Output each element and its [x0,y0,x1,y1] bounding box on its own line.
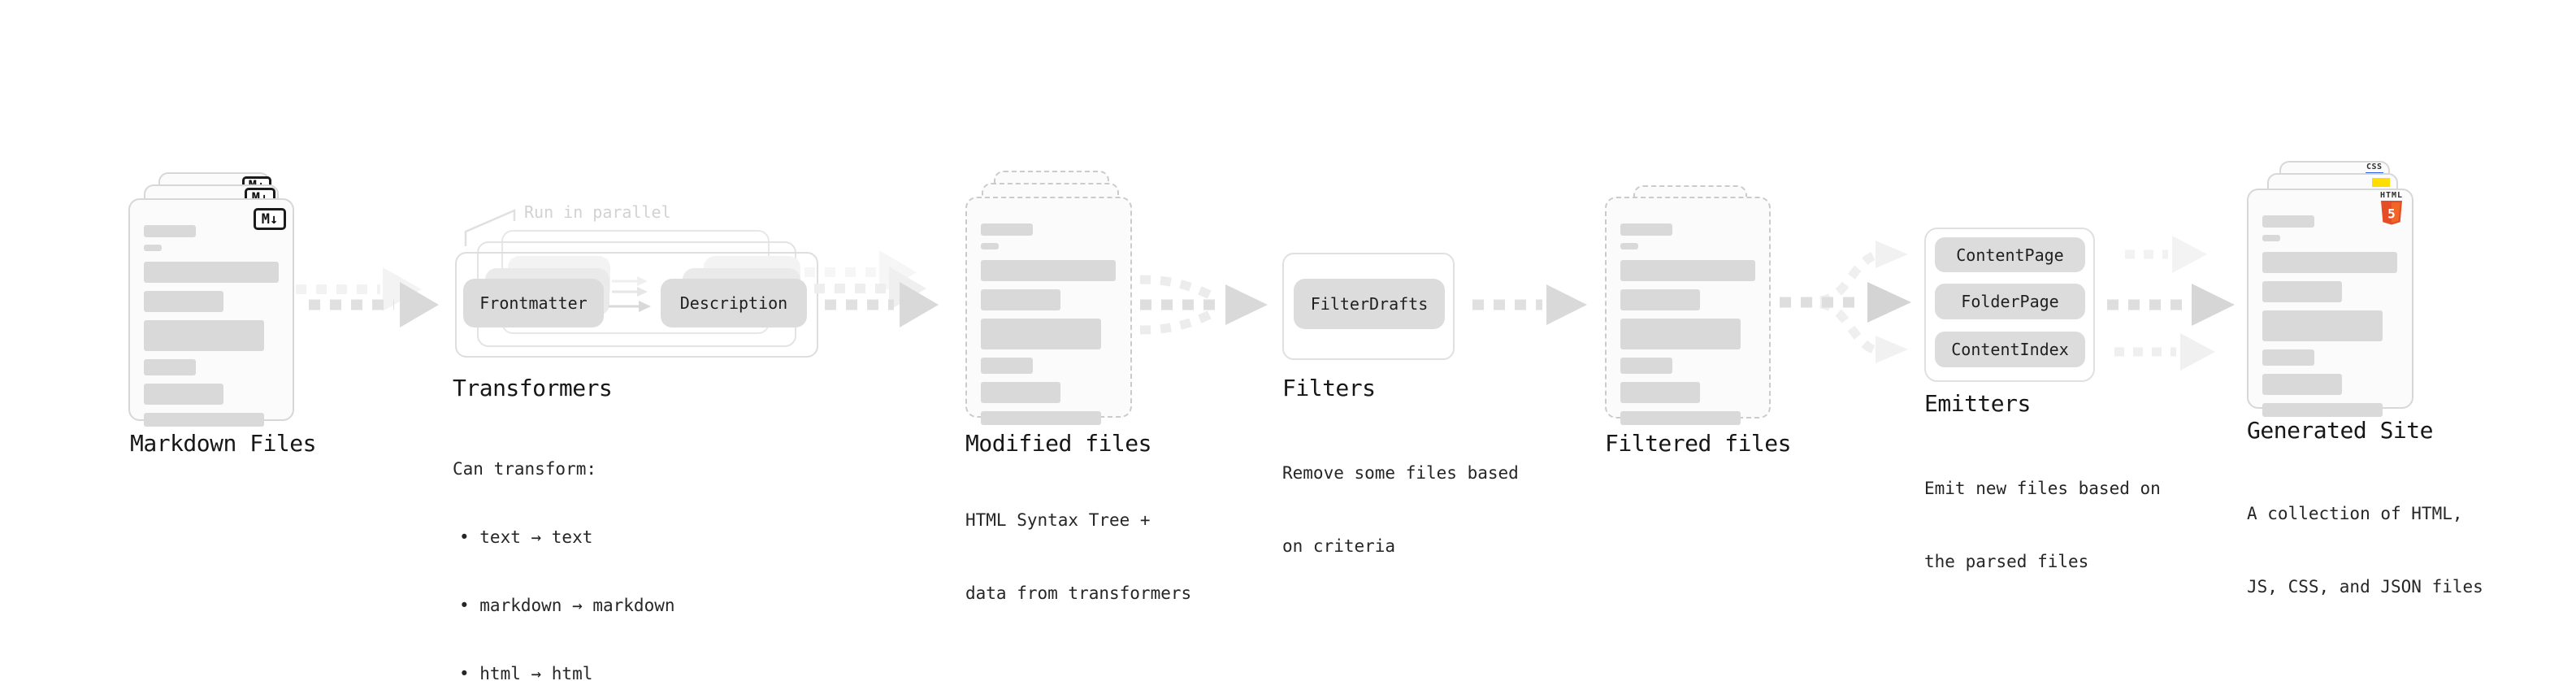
content-bar [144,225,196,237]
modified-files-desc-line: data from transformers [965,583,1192,603]
content-bar [1620,358,1672,374]
frontmatter-pill-label: Frontmatter [479,293,588,313]
content-bar [981,223,1033,236]
html5-icon-word: HTML [2379,191,2404,200]
modified-files-desc-line: HTML Syntax Tree + [965,510,1151,530]
filters-container [1282,253,1455,360]
markdown-files-label: Markdown Files [130,430,317,457]
content-bar [1620,260,1755,281]
contentindex-pill-label: ContentIndex [1951,340,2069,359]
content-bar [2262,349,2314,366]
content-bar [2262,281,2342,302]
content-bar [981,358,1033,374]
transformers-label: Transformers [453,375,613,401]
emitters-label: Emitters [1924,390,2031,417]
content-bar [144,291,223,312]
content-bar [1620,289,1700,310]
content-bar [981,289,1060,310]
emitter-contentindex-pill: ContentIndex [1935,332,2085,367]
markdown-file-card [128,198,294,427]
content-bar [144,384,223,405]
content-bar [144,359,196,375]
markdown-icon-label: M↓ [261,210,279,228]
emitter-contentpage-pill: ContentPage [1935,237,2085,272]
file-content-placeholder [2262,215,2397,417]
transformers-note-title: Can transform: [453,459,597,479]
content-bar [1620,411,1741,425]
generated-site-desc: A collection of HTML, JS, CSS, and JSON … [2247,453,2483,648]
content-bar [2262,235,2280,241]
arrow-markdown-to-transformers [296,267,439,327]
transformers-bullet: • text → text [459,527,593,547]
content-bar [1620,243,1638,249]
generated-site-desc-line: JS, CSS, and JSON files [2247,577,2483,596]
transformer-description-pill: Description [661,279,807,327]
emitters-desc-line: Emit new files based on [1924,479,2161,498]
content-bar [144,320,264,351]
filters-desc-line: on criteria [1282,536,1396,556]
content-bar [981,382,1060,403]
html5-icon: HTML 5 [2378,192,2405,225]
content-bar [981,243,999,249]
css-icon-label: CSS [2366,163,2383,171]
content-bar [2262,252,2397,273]
modified-files-label: Modified files [965,430,1152,457]
transformers-bullet: • markdown → markdown [459,596,675,615]
emitters-container [1924,228,2095,382]
content-bar [981,260,1116,281]
js-icon [2372,178,2390,187]
content-bar [981,411,1101,425]
markdown-icon: M↓ [254,208,286,230]
file-content-placeholder [144,225,279,427]
file-content-placeholder [1620,223,1755,425]
generated-site-label: Generated Site [2247,417,2434,444]
content-bar [144,245,162,251]
content-bar [144,413,264,427]
transformers-note: Can transform: • text → text • markdown … [453,412,675,681]
arrows-emitters-to-generated [2107,236,2235,371]
file-content-placeholder [981,223,1116,425]
generated-file-card [2247,189,2413,417]
generated-site-desc-line: A collection of HTML, [2247,504,2463,523]
emitters-desc: Emit new files based on the parsed files [1924,427,2161,622]
filter-drafts-pill: FilterDrafts [1294,279,1445,329]
modified-file-card [965,197,1132,425]
arrow-modified-to-filters-merge [1139,275,1268,335]
content-bar [2262,215,2314,228]
filters-desc-line: Remove some files based [1282,463,1519,483]
content-bar [2262,374,2342,395]
arrow-filters-to-filtered [1472,284,1587,325]
content-bar [981,319,1101,349]
run-in-parallel-annotation: Run in parallel [524,202,671,222]
transformers-container [455,252,818,358]
folderpage-pill-label: FolderPage [1961,292,2059,311]
content-bar [1620,382,1700,403]
contentpage-pill-label: ContentPage [1956,245,2064,265]
content-bar [144,262,279,283]
html5-shield: 5 [2381,201,2402,225]
modified-files-desc: HTML Syntax Tree + data from transformer… [965,459,1191,654]
arrow-filtered-to-emitters-fanout [1780,241,1911,363]
content-bar [1620,223,1672,236]
content-bar [2262,403,2383,417]
filters-desc: Remove some files based on criteria [1282,412,1519,607]
html5-icon-number: 5 [2387,206,2396,222]
filter-drafts-pill-label: FilterDrafts [1310,294,1429,314]
emitters-desc-line: the parsed files [1924,552,2089,571]
emitter-folderpage-pill: FolderPage [1935,284,2085,319]
transformers-bullet: • html → html [459,664,593,681]
content-bar [1620,319,1741,349]
filtered-files-label: Filtered files [1605,430,1792,457]
content-bar [2262,310,2383,341]
arrow-transformers-to-modified [804,250,939,327]
transformer-frontmatter-pill: Frontmatter [463,279,604,327]
description-pill-label: Description [679,293,788,313]
filters-label: Filters [1282,375,1376,401]
filtered-file-card [1605,197,1771,425]
